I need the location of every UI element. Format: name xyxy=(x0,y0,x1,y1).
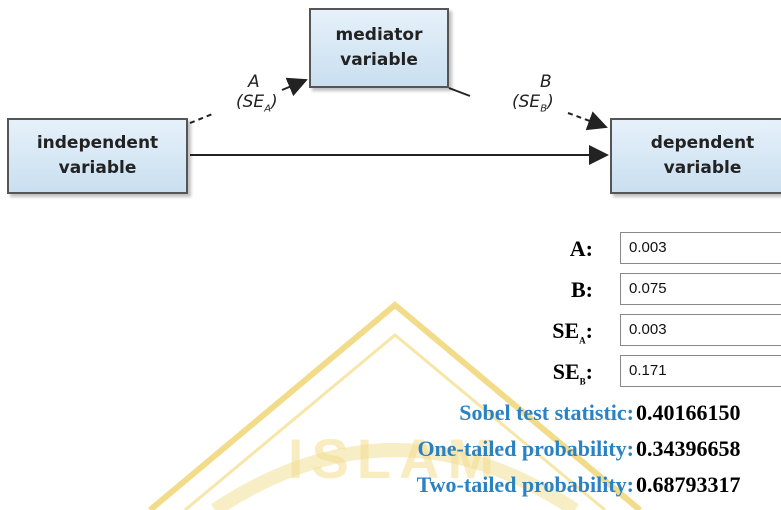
svg-text:ISLAM: ISLAM xyxy=(288,427,502,490)
sobel-statistic-label: Sobel test statistic: xyxy=(459,400,634,425)
input-se-b-field[interactable]: 0.171 xyxy=(620,355,781,387)
arrow-a xyxy=(189,112,216,124)
arrow-b xyxy=(448,87,471,97)
two-tailed-probability-value: 0.68793317 xyxy=(636,472,741,497)
input-label-a: A: xyxy=(569,236,593,261)
sobel-statistic-value: 0.40166150 xyxy=(636,400,741,425)
input-label-b: B: xyxy=(570,277,593,302)
input-se-a-field[interactable]: 0.003 xyxy=(620,314,781,346)
input-label-se-b: SEB: xyxy=(552,359,593,387)
dependent-variable-box: dependent variable xyxy=(610,118,781,194)
path-b-label: B (SEB) xyxy=(512,72,554,115)
independent-variable-box: independent variable xyxy=(7,118,188,194)
path-a-label: A (SEA) xyxy=(236,72,278,115)
arrow-a-end xyxy=(281,77,308,97)
arrow-b-end xyxy=(567,111,608,131)
one-tailed-probability-value: 0.34396658 xyxy=(636,436,741,461)
input-label-se-a: SEA: xyxy=(552,318,593,346)
one-tailed-probability-label: One-tailed probability: xyxy=(417,436,634,461)
two-tailed-probability-label: Two-tailed probability: xyxy=(416,472,634,497)
mediator-variable-box: mediator variable xyxy=(309,8,449,88)
input-a-field[interactable]: 0.003 xyxy=(620,232,781,264)
input-b-field[interactable]: 0.075 xyxy=(620,273,781,305)
